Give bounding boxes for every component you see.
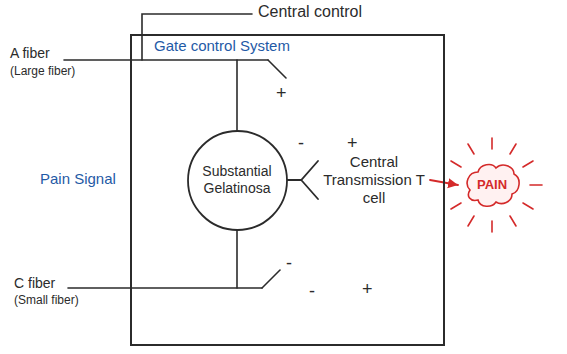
- sign-mark: +: [347, 134, 358, 154]
- box-title: Gate control System: [132, 36, 443, 55]
- node-text: PAIN: [477, 177, 507, 193]
- a-fiber-gate: [268, 60, 286, 78]
- node-text: Central Transmission T cell: [322, 153, 426, 207]
- a-fiber-branch: [236, 60, 238, 134]
- sign-mark: -: [286, 254, 292, 274]
- sign-mark: -: [309, 282, 315, 302]
- node-text: Substantial Gelatinosa: [196, 163, 278, 197]
- substantia-circle: Substantial Gelatinosa: [187, 130, 288, 231]
- sign-mark: +: [362, 280, 373, 300]
- fiber-name: C fiber: [14, 276, 55, 291]
- c-fiber-line: [68, 287, 262, 289]
- fiber-name: A fiber: [10, 46, 50, 61]
- fork-connector: [288, 161, 319, 199]
- sign-mark: +: [276, 84, 287, 104]
- c-fiber-branch: [236, 226, 238, 288]
- control-label: Central control: [258, 3, 362, 21]
- signal-label: Pain Signal: [40, 171, 116, 188]
- brain-figure: PAIN: [462, 160, 522, 210]
- c-fiber-gate: [262, 270, 280, 288]
- transmission-cell: Central Transmission T cell: [322, 153, 426, 207]
- sign-mark: -: [298, 134, 304, 154]
- fiber-size: (Small fiber): [14, 294, 79, 307]
- gate-control-box: Gate control SystemSubstantial Gelatinos…: [130, 34, 445, 346]
- pain-rays: [451, 138, 542, 232]
- fiber-size: (Large fiber): [10, 65, 75, 78]
